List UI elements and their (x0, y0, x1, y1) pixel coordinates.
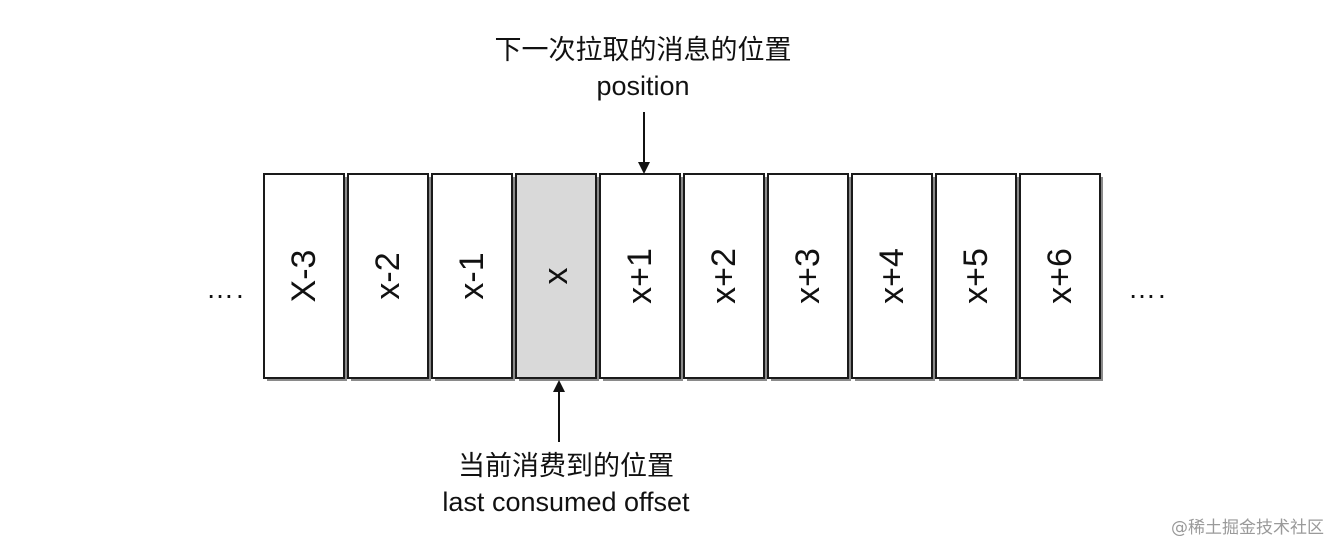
message-cell: x-2 (347, 173, 431, 381)
watermark: @稀土掘金技术社区 (1171, 518, 1324, 538)
last-consumed-offset-label-chinese: 当前消费到的位置 (458, 451, 674, 481)
message-cell: x+5 (935, 173, 1019, 381)
message-cell-label: x+2 (705, 248, 743, 304)
message-cell: x+4 (851, 173, 935, 381)
message-cell-label: x-1 (453, 252, 491, 299)
message-cell-label: x-2 (369, 252, 407, 299)
last-consumed-offset-label: 当前消费到的位置 last consumed offset (366, 450, 766, 518)
message-cell-box (347, 173, 429, 379)
last-consumed-offset-label-english: last consumed offset (442, 487, 690, 517)
position-label-chinese: 下一次拉取的消息的位置 (494, 35, 792, 65)
message-cell: x (515, 173, 599, 381)
message-cells: X-3 x-2 x-1 x x+1 x+2 x+3 x+4 x+5 x+6 (263, 173, 1103, 381)
message-cell-label: x+6 (1041, 248, 1079, 304)
message-cell-box (599, 173, 681, 379)
position-label: 下一次拉取的消息的位置 position (443, 34, 843, 102)
message-cell-box (1019, 173, 1101, 379)
message-cell: x+6 (1019, 173, 1103, 381)
message-cell-box (767, 173, 849, 379)
message-cell: x+2 (683, 173, 767, 381)
message-cell: x-1 (431, 173, 515, 381)
message-cell-label: X-3 (285, 250, 323, 303)
message-cell-label: x (537, 268, 575, 285)
message-cell-box-current (515, 173, 597, 379)
message-cell: x+3 (767, 173, 851, 381)
ellipsis-right: …. (1128, 273, 1168, 304)
message-cell: x+1 (599, 173, 683, 381)
message-cell-box (683, 173, 765, 379)
message-cell-box (935, 173, 1017, 379)
message-cell-label: x+3 (789, 248, 827, 304)
message-cell: X-3 (263, 173, 347, 381)
ellipsis-left: …. (206, 273, 246, 304)
message-cell-label: x+4 (873, 248, 911, 304)
message-cell-label: x+1 (621, 248, 659, 304)
position-label-english: position (596, 71, 690, 101)
message-cell-box (851, 173, 933, 379)
message-cell-label: x+5 (957, 248, 995, 304)
message-cell-box (431, 173, 513, 379)
message-cell-box (263, 173, 345, 379)
